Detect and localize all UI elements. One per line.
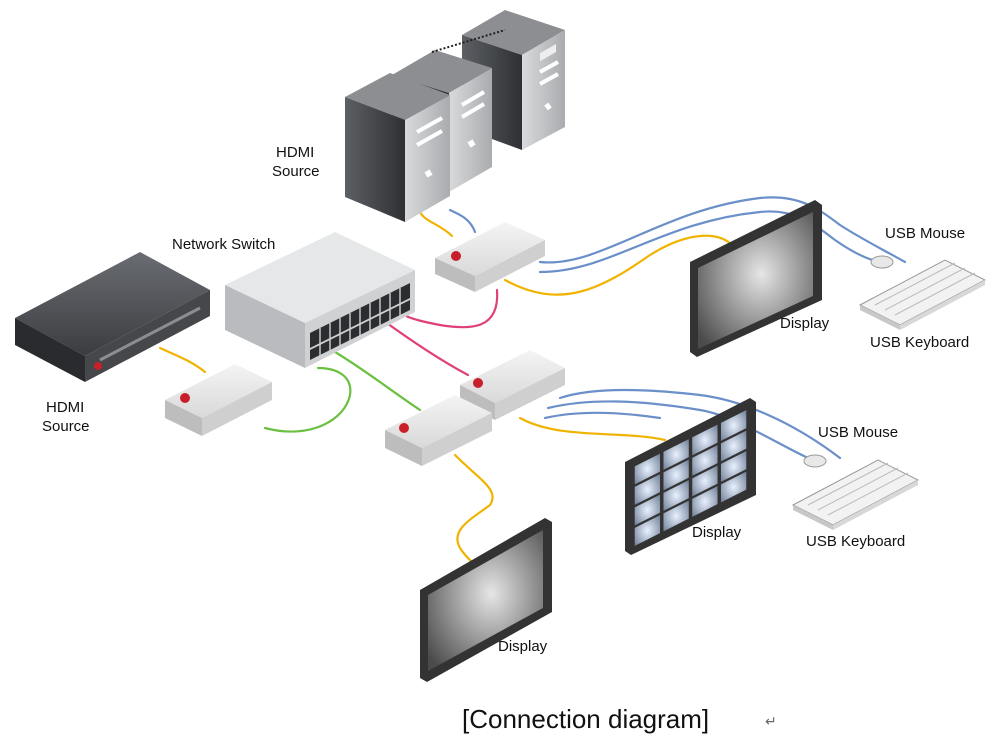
label-usb-mouse-top: USB Mouse: [885, 225, 965, 242]
usb-mouse-top: [870, 255, 894, 269]
label-hdmi-source-top: HDMI: [276, 144, 314, 161]
video-wall-tile: [720, 451, 747, 482]
display-bottom: [420, 518, 552, 682]
usb-cable-top-2: [538, 210, 882, 274]
label-hdmi-source-top-2: Source: [272, 163, 320, 180]
hdmi-player: [15, 252, 210, 382]
extender-logo-icon: [473, 378, 483, 388]
return-mark-icon: ↵: [765, 714, 777, 730]
label-usb-mouse-mid: USB Mouse: [818, 424, 898, 441]
video-wall-tile: [720, 410, 747, 441]
label-usb-keyboard-mid: USB Keyboard: [806, 533, 905, 550]
usb-cable-top-1: [538, 196, 907, 264]
video-cable-tower-to-extender: [418, 210, 454, 238]
video-wall-tile: [692, 445, 718, 476]
video-wall-tile: [634, 494, 661, 526]
label-network-switch: Network Switch: [172, 236, 275, 253]
extender-left: [165, 364, 272, 436]
usb-cable-mid-3: [543, 411, 662, 420]
display-video-wall: [625, 398, 756, 555]
usb-keyboard-mid: [791, 459, 920, 530]
extender-top: [435, 222, 545, 292]
video-wall-tile: [634, 474, 661, 505]
network-cable-green-mid: [333, 350, 422, 412]
cables: [158, 196, 907, 567]
network-cable-green-left: [263, 366, 352, 433]
extender-lower: [385, 395, 492, 466]
video-wall-tile: [663, 480, 689, 511]
usb-keyboard-top: [858, 259, 987, 330]
video-wall-tile: [720, 471, 747, 503]
video-cable-mid-extender-to-wall: [518, 416, 667, 442]
video-wall-tile: [663, 459, 689, 491]
label-display-wall: Display: [692, 524, 742, 541]
video-cable-lower-extender-to-display: [453, 453, 494, 567]
usb-cable-mid-2: [546, 400, 810, 460]
video-wall-tile: [720, 430, 747, 462]
video-wall-tile: [692, 486, 718, 517]
extender-logo-icon: [399, 423, 409, 433]
tower-servers: [345, 10, 565, 222]
video-wall-tile: [663, 439, 689, 470]
usb-mouse-mid: [803, 454, 827, 468]
video-wall-tile: [634, 515, 661, 546]
diagram-caption: [Connection diagram]: [462, 704, 709, 734]
label-display-bottom: Display: [498, 638, 548, 655]
network-switch: [225, 232, 415, 368]
video-wall-tile: [692, 465, 718, 497]
usb-cable-extender-to-tower: [448, 208, 477, 234]
label-hdmi-source-left-2: Source: [42, 418, 90, 435]
video-wall-tile: [634, 453, 661, 485]
network-cable-pink-top: [404, 288, 499, 329]
tower-link-dashes: [431, 29, 506, 53]
label-hdmi-source-left: HDMI: [46, 399, 84, 416]
video-wall-tile: [663, 500, 689, 532]
display-top: [690, 200, 822, 357]
usb-cable-mid-1: [558, 389, 842, 460]
extender-logo-icon: [180, 393, 190, 403]
label-usb-keyboard-top: USB Keyboard: [870, 334, 969, 351]
video-cable-top-extender-to-display: [503, 234, 735, 296]
label-display-top: Display: [780, 315, 830, 332]
video-wall-tile: [692, 424, 718, 456]
tower-server-1: [345, 73, 450, 222]
extender-logo-icon: [451, 251, 461, 261]
video-cable-player-to-extender: [158, 346, 207, 374]
